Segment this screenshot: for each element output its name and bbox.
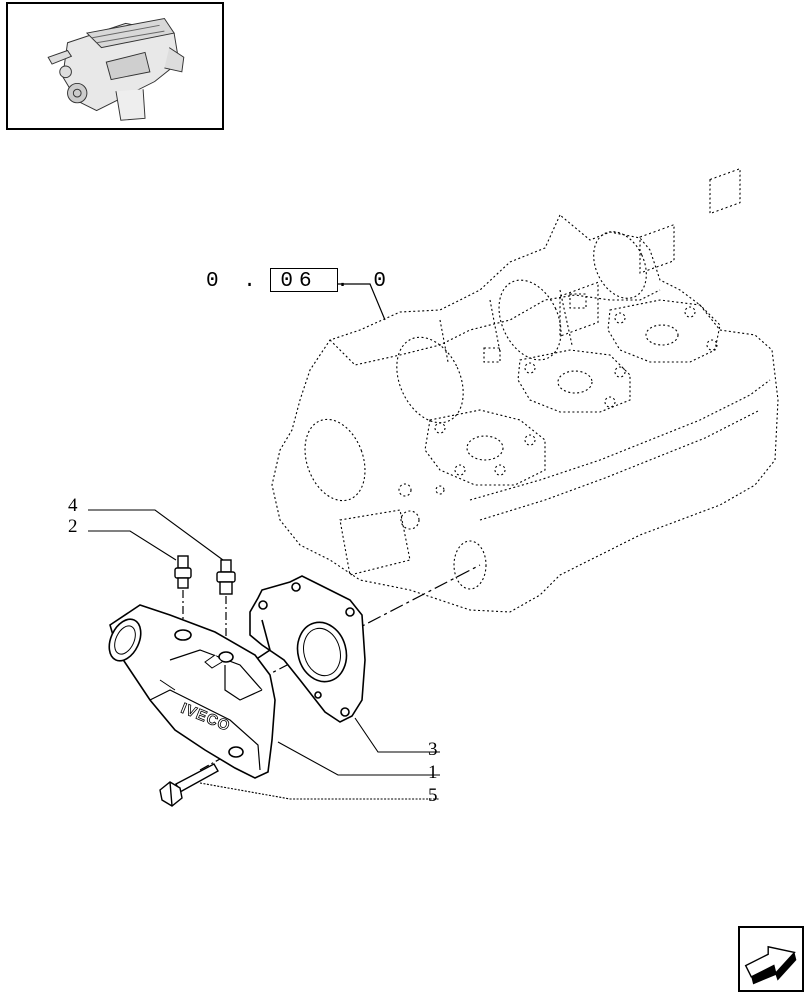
reference-label: 0 . 06 . 0 — [206, 270, 393, 293]
next-page-button[interactable] — [738, 926, 804, 992]
engine-thumbnail-icon — [47, 17, 185, 121]
callout-3: 3 — [428, 739, 438, 760]
engine-thumbnail[interactable] — [6, 2, 224, 130]
gasket-part — [249, 575, 366, 723]
leader-1 — [277, 741, 440, 776]
leader-4 — [88, 509, 224, 561]
stud-part-2 — [174, 555, 192, 589]
callout-1: 1 — [428, 762, 438, 783]
engine-block — [271, 167, 779, 613]
callout-2: 2 — [68, 516, 78, 537]
bolt-part-5 — [159, 763, 219, 807]
callout-4: 4 — [68, 495, 78, 516]
fitting-part-4 — [216, 559, 236, 595]
callout-leaders — [88, 509, 440, 800]
reference-box[interactable] — [270, 268, 338, 292]
leader-5 — [199, 782, 440, 800]
water-pump-body — [108, 604, 276, 779]
callout-5: 5 — [428, 785, 438, 806]
reference-leader-line — [338, 283, 386, 321]
leader-2 — [88, 530, 177, 561]
next-page-arrow-icon — [744, 945, 797, 985]
leader-3 — [354, 717, 440, 753]
